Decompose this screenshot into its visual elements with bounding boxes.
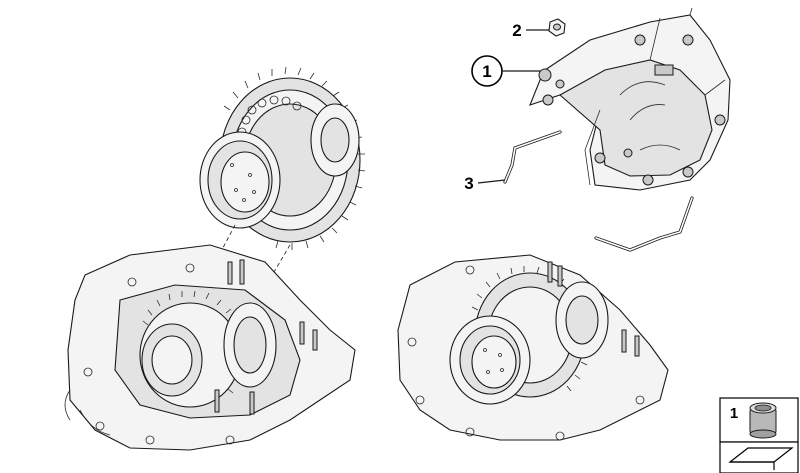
- thumbnail-panel: 1: [719, 397, 799, 473]
- callout-3: 3: [464, 174, 506, 193]
- differential-cover[interactable]: [529, 7, 731, 191]
- hex-nut[interactable]: [548, 18, 566, 37]
- callout-1: 1: [471, 55, 540, 87]
- callout-1-label: 1: [482, 62, 491, 81]
- differential-housing-open[interactable]: [64, 244, 356, 451]
- callout-2-label: 2: [512, 21, 521, 40]
- ring-gear-assembly[interactable]: [199, 66, 366, 250]
- callout-3-label: 3: [464, 174, 473, 193]
- differential-housing-assembled[interactable]: [397, 254, 669, 441]
- callout-2: 2: [512, 21, 549, 40]
- thumbnail-label: 1: [730, 405, 738, 422]
- arrow-sleeve-icon: [728, 447, 794, 470]
- bushing-icon: [749, 402, 777, 439]
- vent-pipe[interactable]: [503, 130, 694, 252]
